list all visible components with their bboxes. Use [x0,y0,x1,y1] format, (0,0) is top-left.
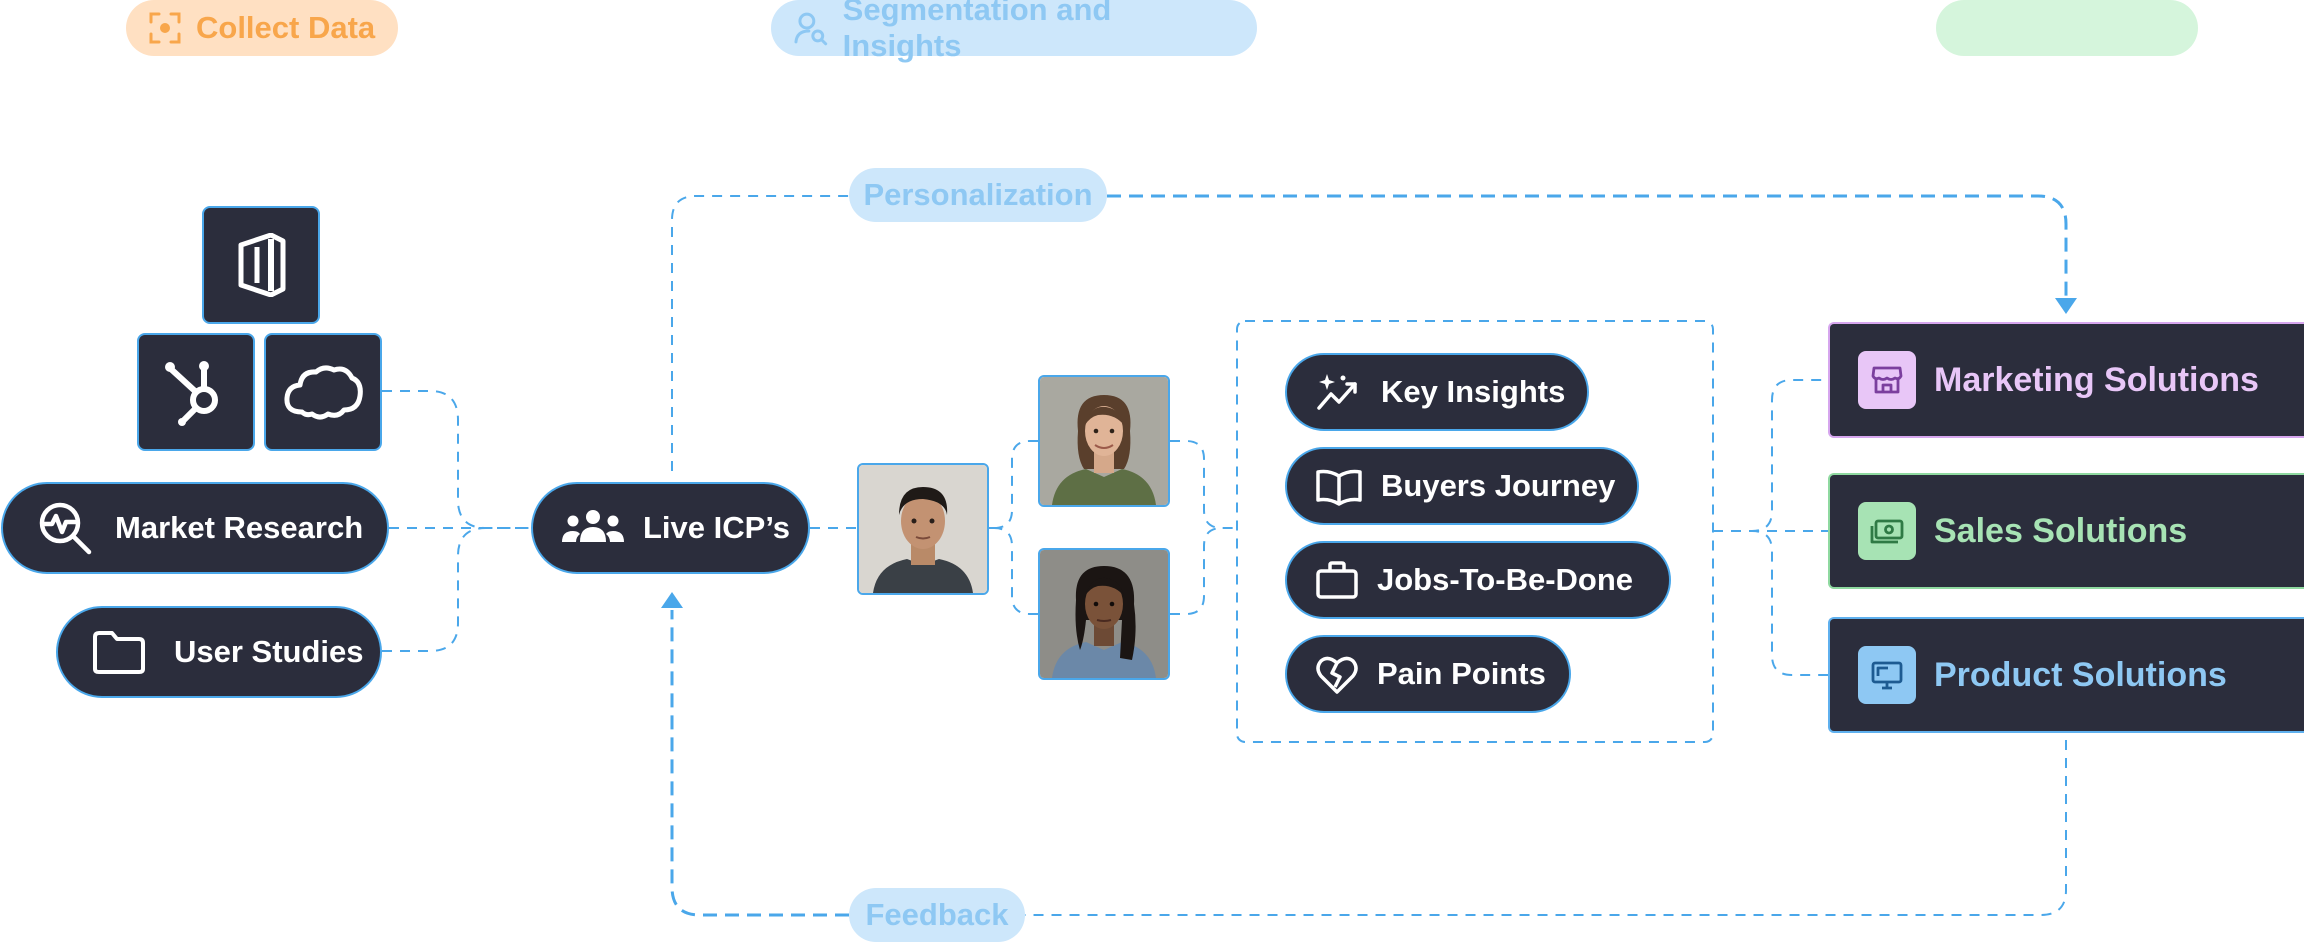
buyers-journey-label: Buyers Journey [1381,468,1616,503]
persona-photo-woman-2 [1038,548,1170,680]
group-users-icon [562,510,624,542]
office-tile [202,206,320,324]
monitor-icon [1858,646,1916,704]
activate-data-label: Activate Data [1968,10,2166,45]
sales-solutions-card: Sales Solutions [1828,473,2304,589]
folder-icon [93,631,145,674]
segmentation-label: Segmentation and Insights [842,0,1112,63]
segmentation-header: Segmentation and Insights [771,0,1257,63]
jobs-to-be-done-pill: Jobs-To-Be-Done [1285,541,1671,619]
market-research-icon [39,502,92,555]
feedback-label: Feedback [849,888,1025,942]
product-solutions-card: Product Solutions [1828,617,2304,733]
user-studies-label: User Studies [174,634,364,669]
product-solutions-label: Product Solutions [1934,655,2227,694]
open-book-icon [1316,469,1362,506]
live-icp-pill: Live ICP’s [531,482,810,574]
woman-portrait-1 [1040,377,1168,505]
broken-heart-icon [1316,656,1358,694]
sales-solutions-label: Sales Solutions [1934,511,2188,550]
office-logo-icon [238,233,286,297]
marketing-solutions-label: Marketing Solutions [1934,360,2259,399]
pain-points-pill: Pain Points [1285,635,1571,713]
buyers-journey-pill: Buyers Journey [1285,447,1639,525]
persona-photo-woman-1 [1038,375,1170,507]
personalization-label: Personalization [849,168,1107,222]
man-portrait [859,465,987,593]
storefront-icon [1858,351,1916,409]
jobs-to-be-done-label: Jobs-To-Be-Done [1377,562,1634,597]
hubspot-tile [137,333,255,451]
woman-portrait-2 [1040,550,1168,678]
marketing-solutions-card: Marketing Solutions [1828,322,2304,438]
market-research-pill: Market Research [1,482,389,574]
banknote-icon [1858,502,1916,560]
hubspot-logo-icon [165,361,218,426]
live-icp-label: Live ICP’s [643,510,791,545]
collect-data-header: Collect Data [126,0,398,56]
key-insights-label: Key Insights [1381,374,1566,409]
user-studies-pill: User Studies [56,606,382,698]
cloud-logo-icon [284,365,363,420]
activate-data-header: Activate Data [1936,0,2198,56]
salesforce-tile [264,333,382,451]
collect-data-label: Collect Data [196,10,376,45]
market-research-label: Market Research [115,510,364,545]
key-insights-pill: Key Insights [1285,353,1589,431]
scan-focus-icon [149,12,181,44]
persona-photo-man [857,463,989,595]
briefcase-icon [1316,561,1358,599]
pain-points-label: Pain Points [1377,656,1546,691]
sparkle-chart-icon [1317,374,1357,410]
user-search-icon [794,12,828,46]
